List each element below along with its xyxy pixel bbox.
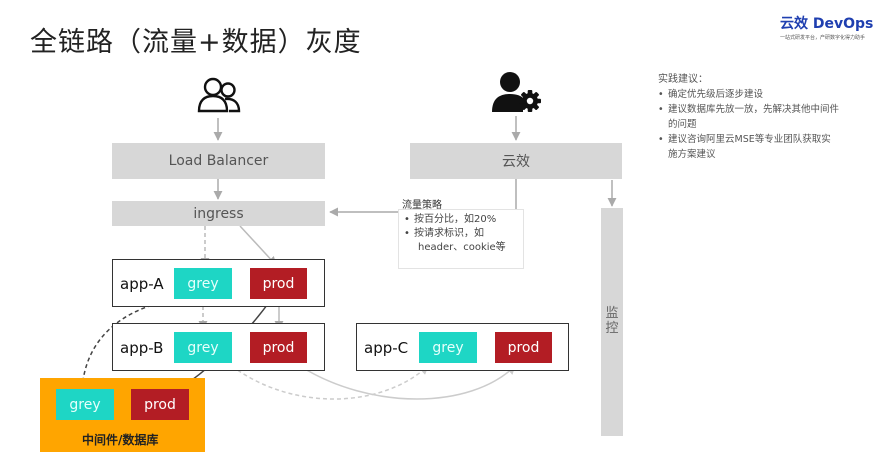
middleware-prod: prod: [131, 389, 189, 420]
app-b-prod: prod: [250, 332, 307, 363]
brand-logo: 云效 DevOps 一站式研发平台，产研数字化得力助手: [780, 13, 876, 41]
middleware-grey: grey: [56, 389, 114, 420]
advice-item: •确定优先级后逐步建设: [658, 89, 764, 100]
advice-list: •确定优先级后逐步建设 •建议数据库先放一放，先解决其他中间件 的问题 •建议咨…: [658, 87, 872, 162]
app-a-prod: prod: [250, 268, 307, 299]
middleware-label: 中间件/数据库: [82, 433, 159, 447]
app-b-label: app-B: [120, 339, 164, 357]
ingress-label: ingress: [193, 205, 244, 222]
traffic-strategy-title: 流量策略: [402, 200, 442, 211]
app-c-label: app-C: [364, 339, 409, 357]
advice-item: 施方案建议: [668, 149, 716, 160]
advice-item: 的问题: [668, 119, 697, 130]
arrow-prod-b-c: [299, 365, 516, 400]
load-balancer-label: Load Balancer: [168, 153, 269, 169]
ingress-node: ingress: [112, 201, 325, 226]
load-balancer-node: Load Balancer: [112, 143, 325, 179]
yunxiao-node: 云效: [410, 143, 622, 179]
yunxiao-label: 云效: [502, 154, 530, 170]
monitor-node: [601, 208, 623, 436]
strategy-item: •按百分比，如20%: [404, 214, 497, 225]
app-a-grey: grey: [174, 268, 232, 299]
strategy-item: header、cookie等: [418, 242, 506, 253]
advice-item: •建议咨询阿里云MSE等专业团队获取实: [658, 134, 831, 145]
strategy-item: •按请求标识，如: [404, 228, 484, 239]
advice-title: 实践建议：: [658, 74, 708, 85]
user-gear-icon: [492, 72, 541, 112]
monitor-label: 监控: [605, 306, 619, 336]
page-title: 全链路（流量+数据）灰度: [30, 27, 362, 58]
app-c-grey: grey: [419, 332, 477, 363]
logo-tagline: 一站式研发平台，产研数字化得力助手: [780, 35, 866, 41]
app-a-label: app-A: [120, 275, 164, 293]
advice-item: •建议数据库先放一放，先解决其他中间件: [658, 104, 840, 115]
logo-name: 云效 DevOps: [780, 16, 874, 32]
app-b-grey: grey: [174, 332, 232, 363]
arrow-ingress-prod-a: [239, 225, 277, 266]
traffic-strategy-box: [398, 209, 524, 269]
users-icon: [197, 77, 241, 113]
arrow-grey-b-c: [231, 365, 429, 400]
app-c-prod: prod: [495, 332, 552, 363]
traffic-strategy-list: •按百分比，如20% •按请求标识，如 header、cookie等: [404, 213, 524, 255]
